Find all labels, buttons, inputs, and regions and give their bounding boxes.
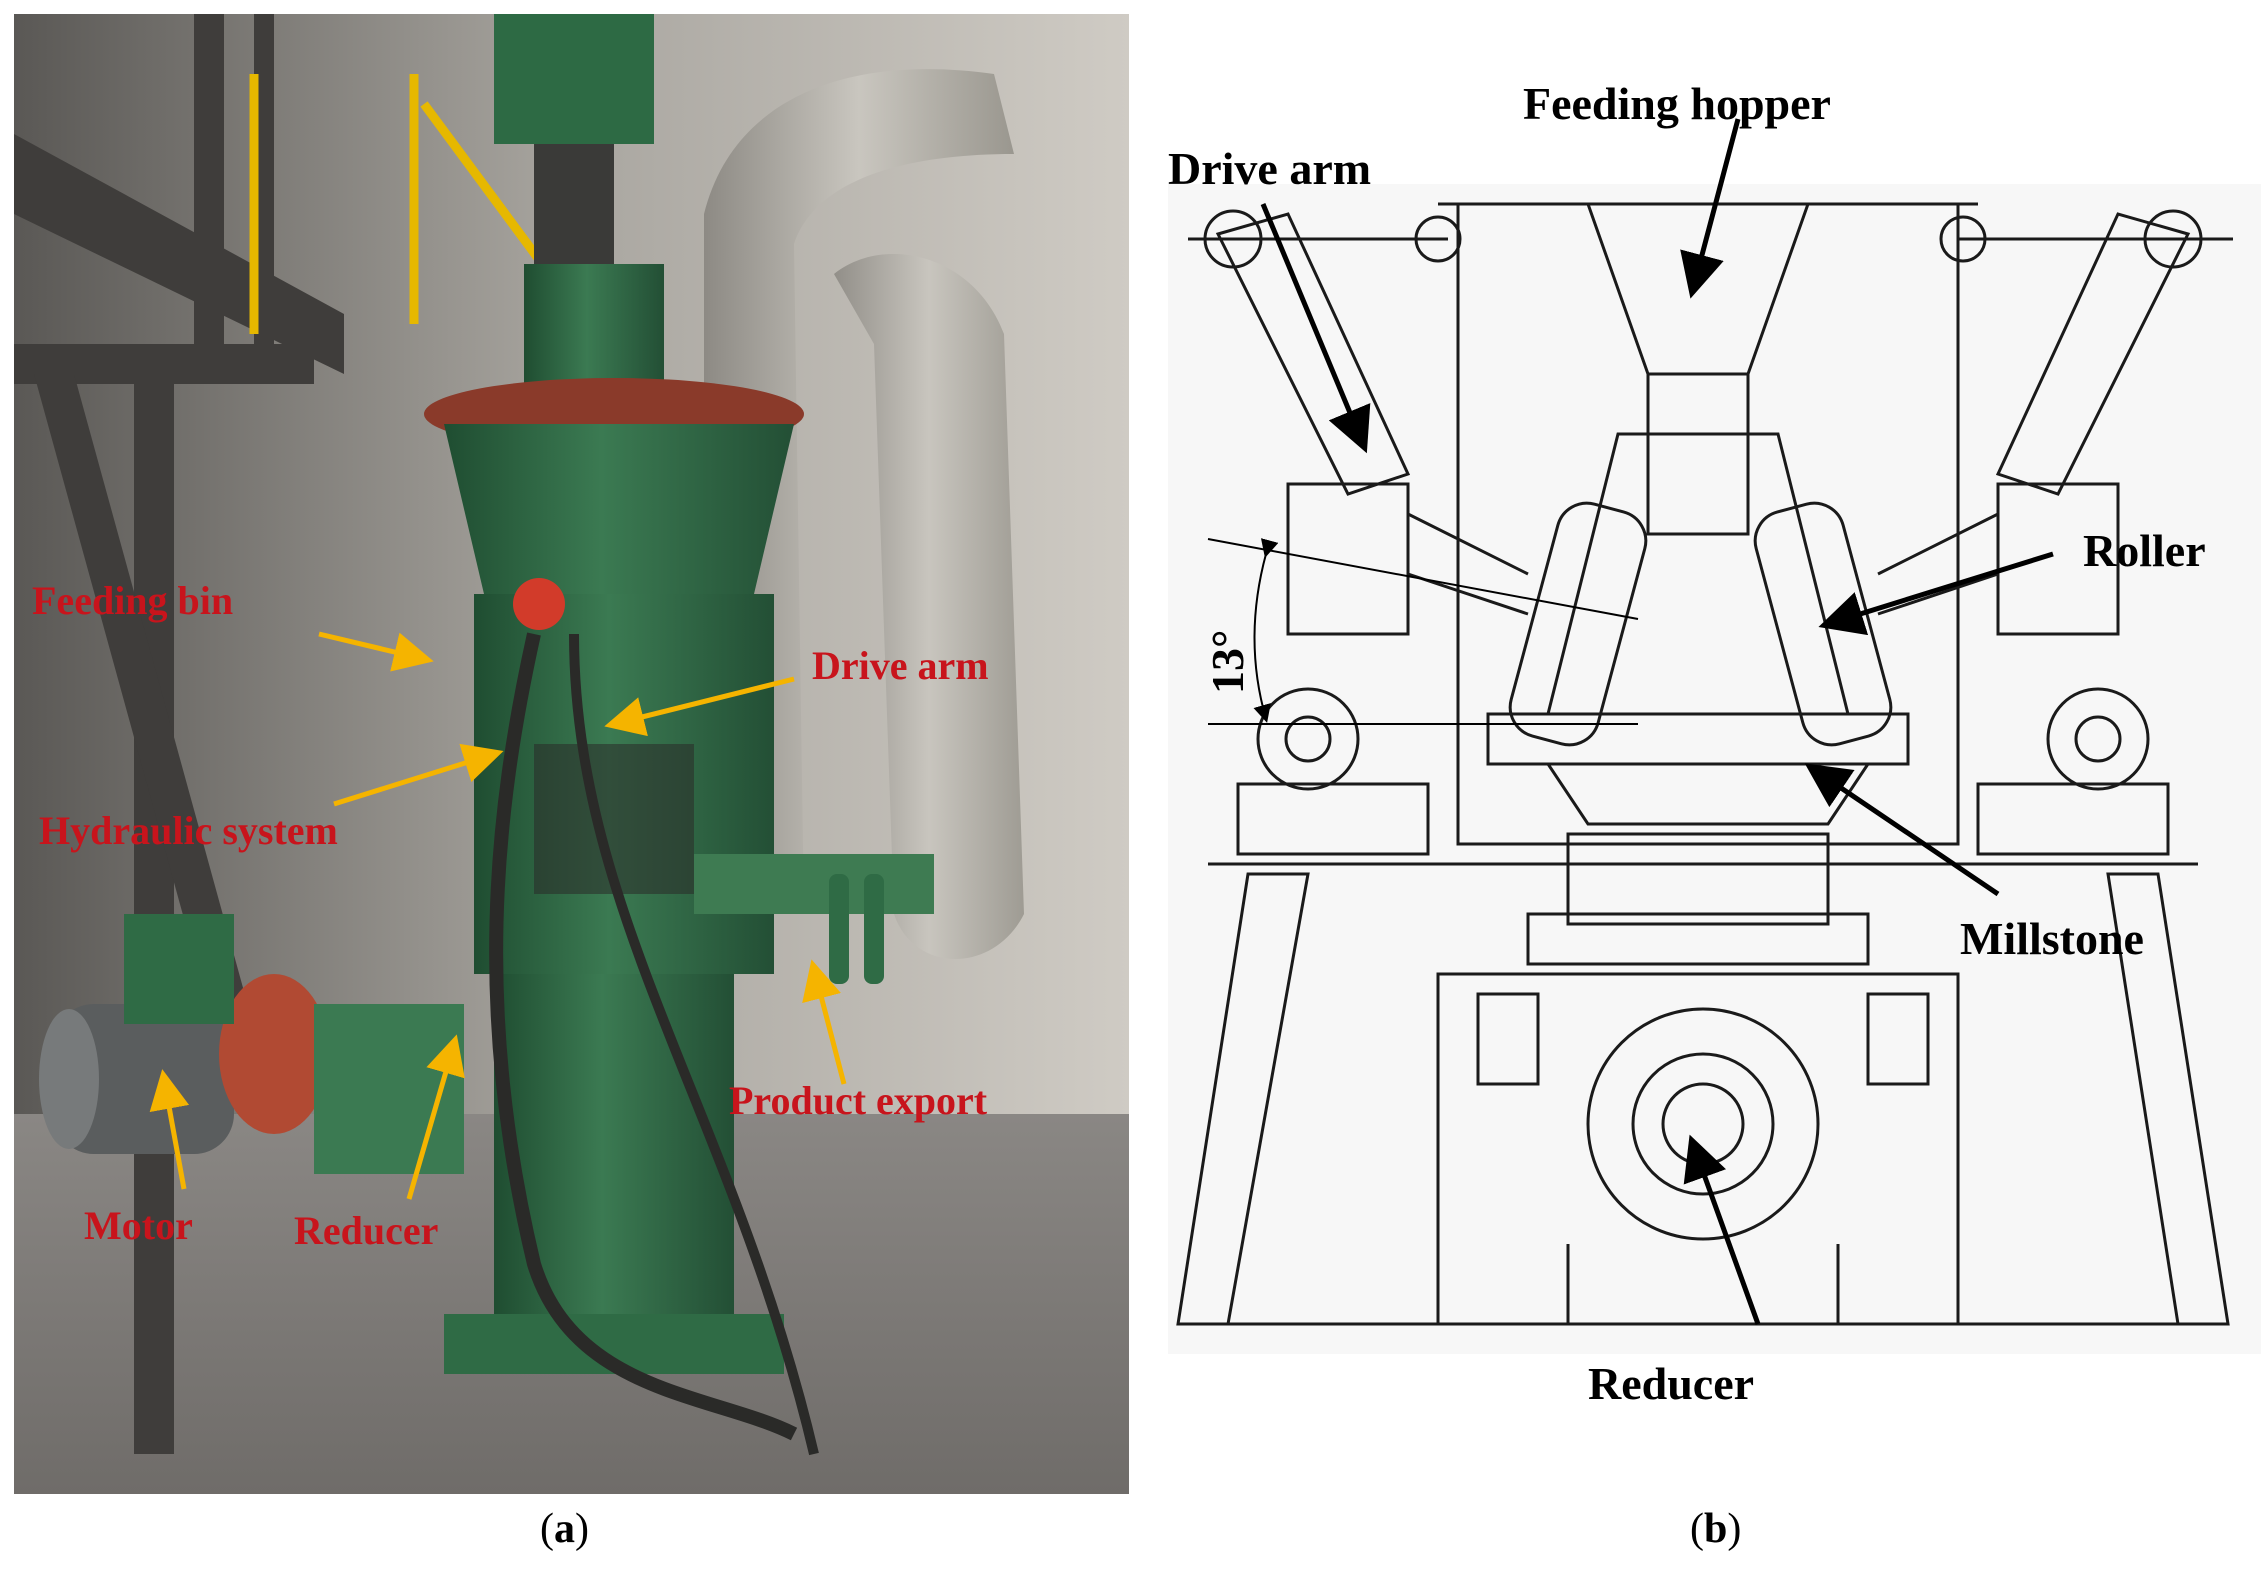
- arrow-reducer: [406, 1034, 465, 1200]
- caption-a: (a): [540, 1505, 589, 1553]
- arrow-millstone: [1804, 763, 2000, 897]
- angle-indicator: [1207, 538, 1639, 725]
- caption-b: (b): [1690, 1505, 1741, 1553]
- motor: [39, 1004, 234, 1154]
- caption-b-letter: b: [1704, 1506, 1728, 1552]
- arrow-product-export: [802, 959, 847, 1085]
- air-duct: [704, 69, 1014, 914]
- hydraulic-hose-2: [569, 633, 819, 1456]
- arrow-roller: [1818, 551, 2054, 636]
- label-product-export: Product export: [729, 1078, 988, 1123]
- label-hydraulic-system: Hydraulic system: [39, 808, 338, 853]
- drawing-background: [1168, 184, 2261, 1354]
- label-reducer-b: Reducer: [1588, 1358, 1754, 1409]
- drawing-panel: Feeding hopper Drive arm Roller Millston…: [1168, 78, 2261, 1409]
- arrow-hydraulic-system: [333, 743, 504, 807]
- caption-a-open: (: [540, 1506, 554, 1552]
- caption-a-close: ): [575, 1506, 589, 1552]
- arrow-reducer-b: [1683, 1134, 1761, 1325]
- hydraulic-cap: [513, 578, 565, 630]
- label-feeding-bin: Feeding bin: [32, 578, 233, 623]
- arrow-drive-arm: [604, 676, 795, 737]
- mill-drawing: [1176, 202, 2233, 1326]
- hydraulic-station: [124, 914, 234, 1024]
- label-drive-arm: Drive arm: [812, 643, 989, 688]
- arrow-feeding-hopper: [1680, 118, 1741, 299]
- label-millstone: Millstone: [1960, 913, 2144, 964]
- label-motor: Motor: [84, 1203, 193, 1248]
- label-feeding-hopper: Feeding hopper: [1523, 78, 1831, 129]
- arrow-motor: [149, 1069, 190, 1190]
- drawing-annotation-arrows: [1260, 118, 2054, 1325]
- label-drive-arm-b: Drive arm: [1168, 143, 1371, 194]
- photo-annotation-arrows: [149, 631, 847, 1200]
- air-duct-2: [834, 254, 1024, 959]
- caption-a-letter: a: [554, 1506, 575, 1552]
- photo-panel: Feeding bin Drive arm Hydraulic system P…: [14, 14, 1129, 1494]
- label-reducer: Reducer: [294, 1208, 438, 1253]
- caption-b-open: (: [1690, 1506, 1704, 1552]
- arrow-drive-arm-b: [1260, 203, 1371, 454]
- caption-b-close: ): [1727, 1506, 1742, 1552]
- label-roller: Roller: [2083, 525, 2206, 576]
- label-angle: 13°: [1202, 630, 1253, 694]
- arrow-feeding-bin: [318, 631, 434, 672]
- hydraulic-hose: [489, 632, 798, 1441]
- reducer-coupling: [219, 974, 464, 1174]
